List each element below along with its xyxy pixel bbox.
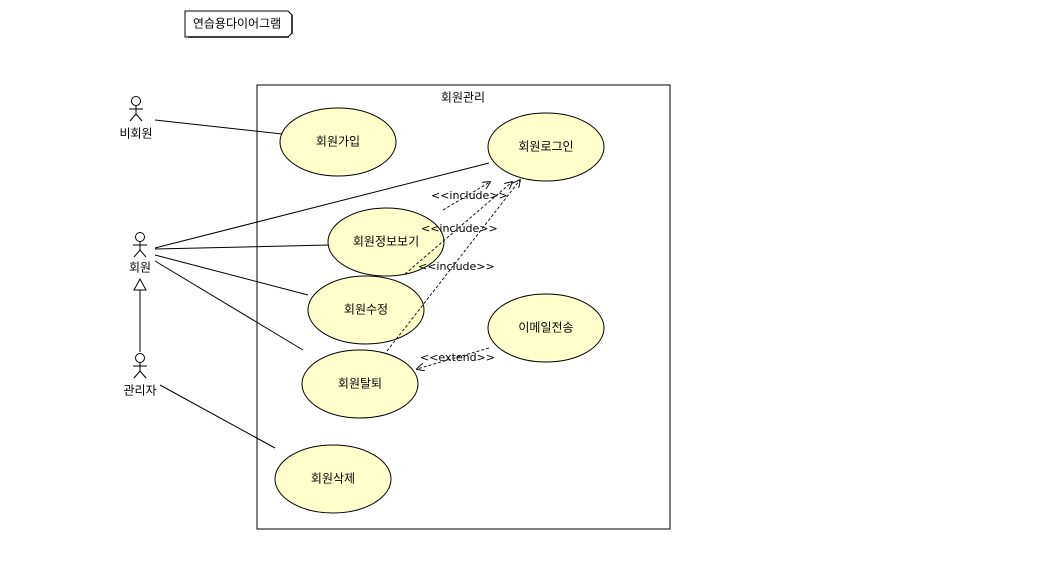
stereotype-include-label: <<include>>: [418, 260, 495, 273]
use-case-email[interactable]: 이메일전송: [487, 293, 605, 363]
use-case-delete[interactable]: 회원삭제: [274, 444, 392, 514]
stereotype-include-label: <<include>>: [431, 189, 508, 202]
actor-label: 비회원: [119, 127, 152, 141]
use-case-ellipse: [274, 444, 392, 514]
use-case-label: 회원로그인: [518, 140, 573, 154]
use-case-signup[interactable]: 회원가입: [279, 107, 397, 177]
use-case-ellipse: [487, 112, 605, 182]
associations: [154, 119, 490, 449]
include-view-info-login[interactable]: [442, 182, 490, 211]
use-case-ellipse: [279, 107, 397, 177]
dependencies: [386, 180, 520, 369]
actor-label: 관리자: [123, 384, 156, 398]
use-case-login[interactable]: 회원로그인: [487, 112, 605, 182]
use-case-withdraw[interactable]: 회원탈퇴: [301, 349, 419, 419]
actor-admin[interactable]: 관리자: [123, 353, 157, 398]
use-case-ellipse: [301, 349, 419, 419]
assoc-admin-delete: [159, 384, 276, 449]
use-case-label: 이메일전송: [518, 321, 573, 335]
actor-figure-icon: [133, 353, 147, 379]
assoc-member-edit: [154, 254, 309, 296]
actor-member[interactable]: 회원: [129, 232, 151, 275]
use-case-label: 회원가입: [316, 135, 360, 149]
use-case-label: 회원수정: [344, 303, 388, 317]
actor-figure-icon: [129, 96, 143, 122]
use-case-ellipse: [487, 293, 605, 363]
assoc-member-login: [154, 162, 490, 249]
note-text: 연습용다이어그램: [193, 17, 281, 31]
extend-email-withdraw[interactable]: [417, 347, 490, 369]
use-case-label: 회원탈퇴: [338, 377, 382, 391]
system-boundary-box: [256, 84, 671, 530]
include-edit-login[interactable]: [404, 182, 512, 275]
actor-non-member[interactable]: 비회원: [119, 96, 153, 141]
actor-label: 회원: [129, 261, 151, 275]
use-case-label: 회원정보보기: [353, 235, 419, 249]
use-case-edit[interactable]: 회원수정: [307, 275, 425, 345]
include-withdraw-login[interactable]: [386, 180, 520, 352]
stereotype-extend-label: <<extend>>: [420, 351, 495, 364]
generalization-arrowhead: [133, 277, 147, 291]
use-case-ellipse: [307, 275, 425, 345]
note[interactable]: 연습용다이어그램: [184, 10, 293, 38]
assoc-member-view-info: [154, 244, 330, 250]
use-case-label: 회원삭제: [311, 472, 355, 486]
system-boundary-label: 회원관리: [441, 91, 485, 105]
generalization-admin-member: [133, 277, 147, 352]
use-case-view-info[interactable]: 회원정보보기: [327, 207, 445, 277]
assoc-nonmember-signup: [154, 119, 283, 135]
stereotype-labels: <<include>> <<include>> <<include>> <<ex…: [418, 189, 508, 364]
actor-figure-icon: [133, 232, 147, 258]
use-case-ellipse: [327, 207, 445, 277]
system-boundary[interactable]: 회원관리: [256, 84, 671, 530]
stereotype-include-label: <<include>>: [421, 222, 498, 235]
assoc-member-withdraw: [154, 260, 304, 351]
